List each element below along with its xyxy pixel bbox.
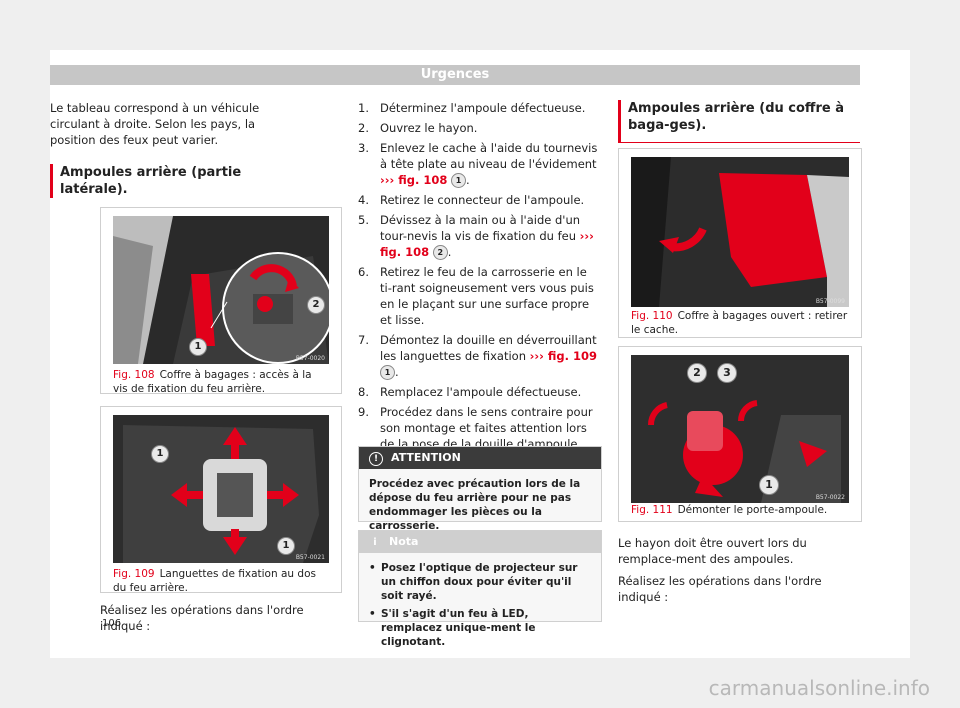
figure-111-label-2: 2 xyxy=(687,363,707,383)
figure-108-photo: 1 2 B57-0020 xyxy=(113,216,329,364)
step-7-callout: 1 xyxy=(380,365,395,380)
step-5-link[interactable]: ››› fig. 108 xyxy=(380,229,594,259)
steps-list: 1.Déterminez l'ampoule défectueuse. 2.Ou… xyxy=(358,100,600,484)
left-column: Le tableau correspond à un véhicule circ… xyxy=(50,100,285,198)
step-5-callout: 2 xyxy=(432,245,448,260)
figure-110-code: B57-0099 xyxy=(815,298,845,305)
figure-111: 2 3 1 B57-0022 Fig. 111 Démonter le porte… xyxy=(618,346,862,522)
nota-body: Posez l'optique de projecteur sur un chi… xyxy=(359,553,601,661)
figure-111-photo: 2 3 1 B57-0022 xyxy=(631,355,849,503)
right-text-1: Le hayon doit être ouvert lors du rempla… xyxy=(618,536,807,566)
figure-111-label-1: 1 xyxy=(759,475,779,495)
figure-108-number: Fig. 108 xyxy=(113,369,155,381)
attention-header: !ATTENTION xyxy=(359,447,601,469)
step-5: 5.Dévissez à la main ou à l'aide d'un to… xyxy=(358,213,594,260)
figure-110-photo: B57-0099 xyxy=(631,157,849,307)
figure-109-label-1-bottom: 1 xyxy=(277,537,295,555)
figure-109-label-1-top: 1 xyxy=(151,445,169,463)
figure-109-photo: 1 1 B57-0021 xyxy=(113,415,329,563)
right-column: Ampoules arrière (du coffre à baga-ges). xyxy=(618,100,860,143)
attention-box: !ATTENTION Procédez avec précaution lors… xyxy=(358,446,602,532)
step-2: 2.Ouvrez le hayon. xyxy=(358,121,478,135)
page-number: 106 xyxy=(102,618,122,629)
step-1: 1.Déterminez l'ampoule défectueuse. xyxy=(358,101,586,115)
figure-108-caption-text: Coffre à bagages : accès à la vis de fix… xyxy=(113,369,312,395)
figure-109-caption-text: Languettes de fixation au dos du feu arr… xyxy=(113,568,316,594)
warning-icon: ! xyxy=(369,452,383,466)
page-header: Urgences xyxy=(50,65,860,85)
figure-111-caption: Fig. 111 Démonter le porte-ampoule. xyxy=(631,503,849,517)
step-7: 7.Démontez la douille en déverrouillant … xyxy=(358,333,598,380)
figure-110-caption-text: Coffre à bagages ouvert : retirer le cac… xyxy=(631,310,848,336)
step-8: 8.Remplacez l'ampoule défectueuse. xyxy=(358,385,582,399)
figure-111-code: B57-0022 xyxy=(815,494,845,501)
figure-110-number: Fig. 110 xyxy=(631,310,673,322)
figure-109-code: B57-0021 xyxy=(295,554,325,561)
nota-bullet-1: Posez l'optique de projecteur sur un chi… xyxy=(369,561,591,603)
step-3-link[interactable]: ››› fig. 108 xyxy=(380,173,448,187)
middle-column: 1.Déterminez l'ampoule défectueuse. 2.Ou… xyxy=(358,100,600,488)
figure-111-label-3: 3 xyxy=(717,363,737,383)
left-footer-text: Réalisez les opérations dans l'ordre ind… xyxy=(100,603,304,633)
figure-111-number: Fig. 111 xyxy=(631,504,673,516)
info-icon: i xyxy=(373,537,377,548)
step-6: 6.Retirez le feu de la carrosserie en le… xyxy=(358,265,594,327)
figure-108-code: B57-0020 xyxy=(295,355,325,362)
step-4: 4.Retirez le connecteur de l'ampoule. xyxy=(358,193,585,207)
attention-body: Procédez avec précaution lors de la dépo… xyxy=(369,478,581,532)
watermark: carmanualsonline.info xyxy=(708,676,930,700)
step-7-link[interactable]: ››› fig. 109 xyxy=(529,349,598,363)
figure-111-caption-text: Démonter le porte-ampoule. xyxy=(677,504,828,516)
step-3: 3.Enlevez le cache à l'aide du tournevis… xyxy=(358,141,598,188)
intro-text: Le tableau correspond à un véhicule circ… xyxy=(50,101,260,147)
right-text-2: Réalisez les opérations dans l'ordre ind… xyxy=(618,574,822,604)
figure-108-label-1: 1 xyxy=(189,338,207,356)
step-3-callout: 1 xyxy=(451,173,467,188)
section-title-lateral: Ampoules arrière (partie latérale). xyxy=(50,164,285,198)
nota-bullet-2: S'il s'agit d'un feu à LED, remplacez un… xyxy=(369,607,591,649)
figure-108-label-2: 2 xyxy=(307,296,325,314)
figure-109-number: Fig. 109 xyxy=(113,568,155,580)
section-title-coffre: Ampoules arrière (du coffre à baga-ges). xyxy=(618,100,860,143)
